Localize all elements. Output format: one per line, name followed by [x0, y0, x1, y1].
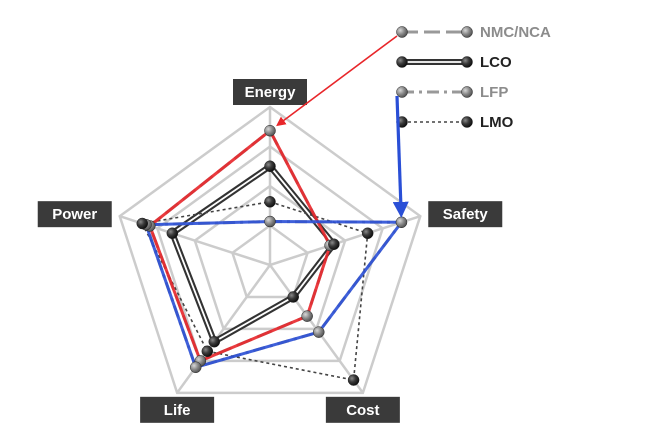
- point-lco-power: [166, 227, 179, 240]
- point-lmo-safety: [361, 227, 374, 240]
- legend-marker: [461, 26, 473, 38]
- legend-label: NMC/NCA: [480, 24, 551, 41]
- legend-label: LMO: [480, 114, 514, 131]
- point-lco-safety: [328, 238, 340, 250]
- grid-ring-1: [230, 223, 310, 299]
- arrow-lfp: [392, 95, 409, 218]
- highlight-lfp: [144, 220, 403, 369]
- axis-label-text: Safety: [443, 206, 489, 223]
- radar-grid: [118, 105, 422, 395]
- axis-label-box: [233, 79, 307, 105]
- point-lfp-energy: [264, 215, 276, 228]
- grid-ring-2: [193, 184, 347, 331]
- axis-label-box: [428, 201, 503, 228]
- series-lmo: [141, 201, 369, 381]
- axis-label-cost: Cost: [325, 396, 400, 423]
- axis-label-box: [140, 396, 215, 423]
- legend-label: LFP: [480, 84, 508, 101]
- axis-label-safety: Safety: [428, 201, 503, 228]
- point-lco-energy: [264, 160, 276, 172]
- axis-label-text: Energy: [245, 84, 297, 101]
- point-lfp-life: [189, 361, 202, 374]
- axis-label-life: Life: [140, 396, 215, 423]
- legend-item-lmo: LMO: [396, 114, 514, 131]
- legend-item-lco: LCO: [396, 54, 512, 71]
- point-nmc-nca-energy: [264, 124, 276, 137]
- highlight-overlays: [136, 124, 408, 386]
- legend-marker: [396, 86, 408, 98]
- legend-marker: [461, 86, 473, 98]
- point-lmo-energy: [264, 196, 276, 208]
- legend: NMC/NCA LCO LFP LMO: [276, 24, 551, 218]
- arrow-nmc-nca: [276, 35, 398, 127]
- series-line-lmo: [141, 201, 369, 381]
- point-lmo-life: [201, 345, 214, 358]
- point-lmo-power: [136, 217, 149, 230]
- grid-ring-4: [118, 105, 422, 395]
- point-lco-life: [208, 335, 221, 348]
- axis-label-power: Power: [37, 201, 112, 228]
- axis-label-text: Cost: [346, 402, 379, 419]
- spoke-safety: [269, 214, 421, 267]
- point-nmc-nca-cost: [301, 310, 313, 322]
- legend-item-nmc-nca: NMC/NCA: [396, 24, 551, 41]
- axis-label-text: Power: [52, 206, 97, 223]
- point-lco-cost: [287, 291, 299, 303]
- axis-label-box: [37, 201, 112, 228]
- legend-marker: [461, 116, 473, 128]
- legend-label: LCO: [480, 54, 512, 71]
- legend-item-lfp: LFP: [396, 84, 508, 101]
- axis-label-text: Life: [164, 402, 191, 419]
- legend-marker: [396, 26, 408, 38]
- grid-ring-3: [155, 144, 385, 363]
- point-lmo-cost: [347, 374, 360, 386]
- legend-marker: [396, 56, 408, 68]
- axis-label-energy: Energy: [233, 79, 307, 105]
- point-lfp-safety: [395, 216, 408, 229]
- legend-marker: [461, 56, 473, 68]
- axis-label-box: [325, 396, 400, 423]
- point-lfp-cost: [313, 326, 325, 338]
- highlight-nmc-nca: [148, 129, 332, 363]
